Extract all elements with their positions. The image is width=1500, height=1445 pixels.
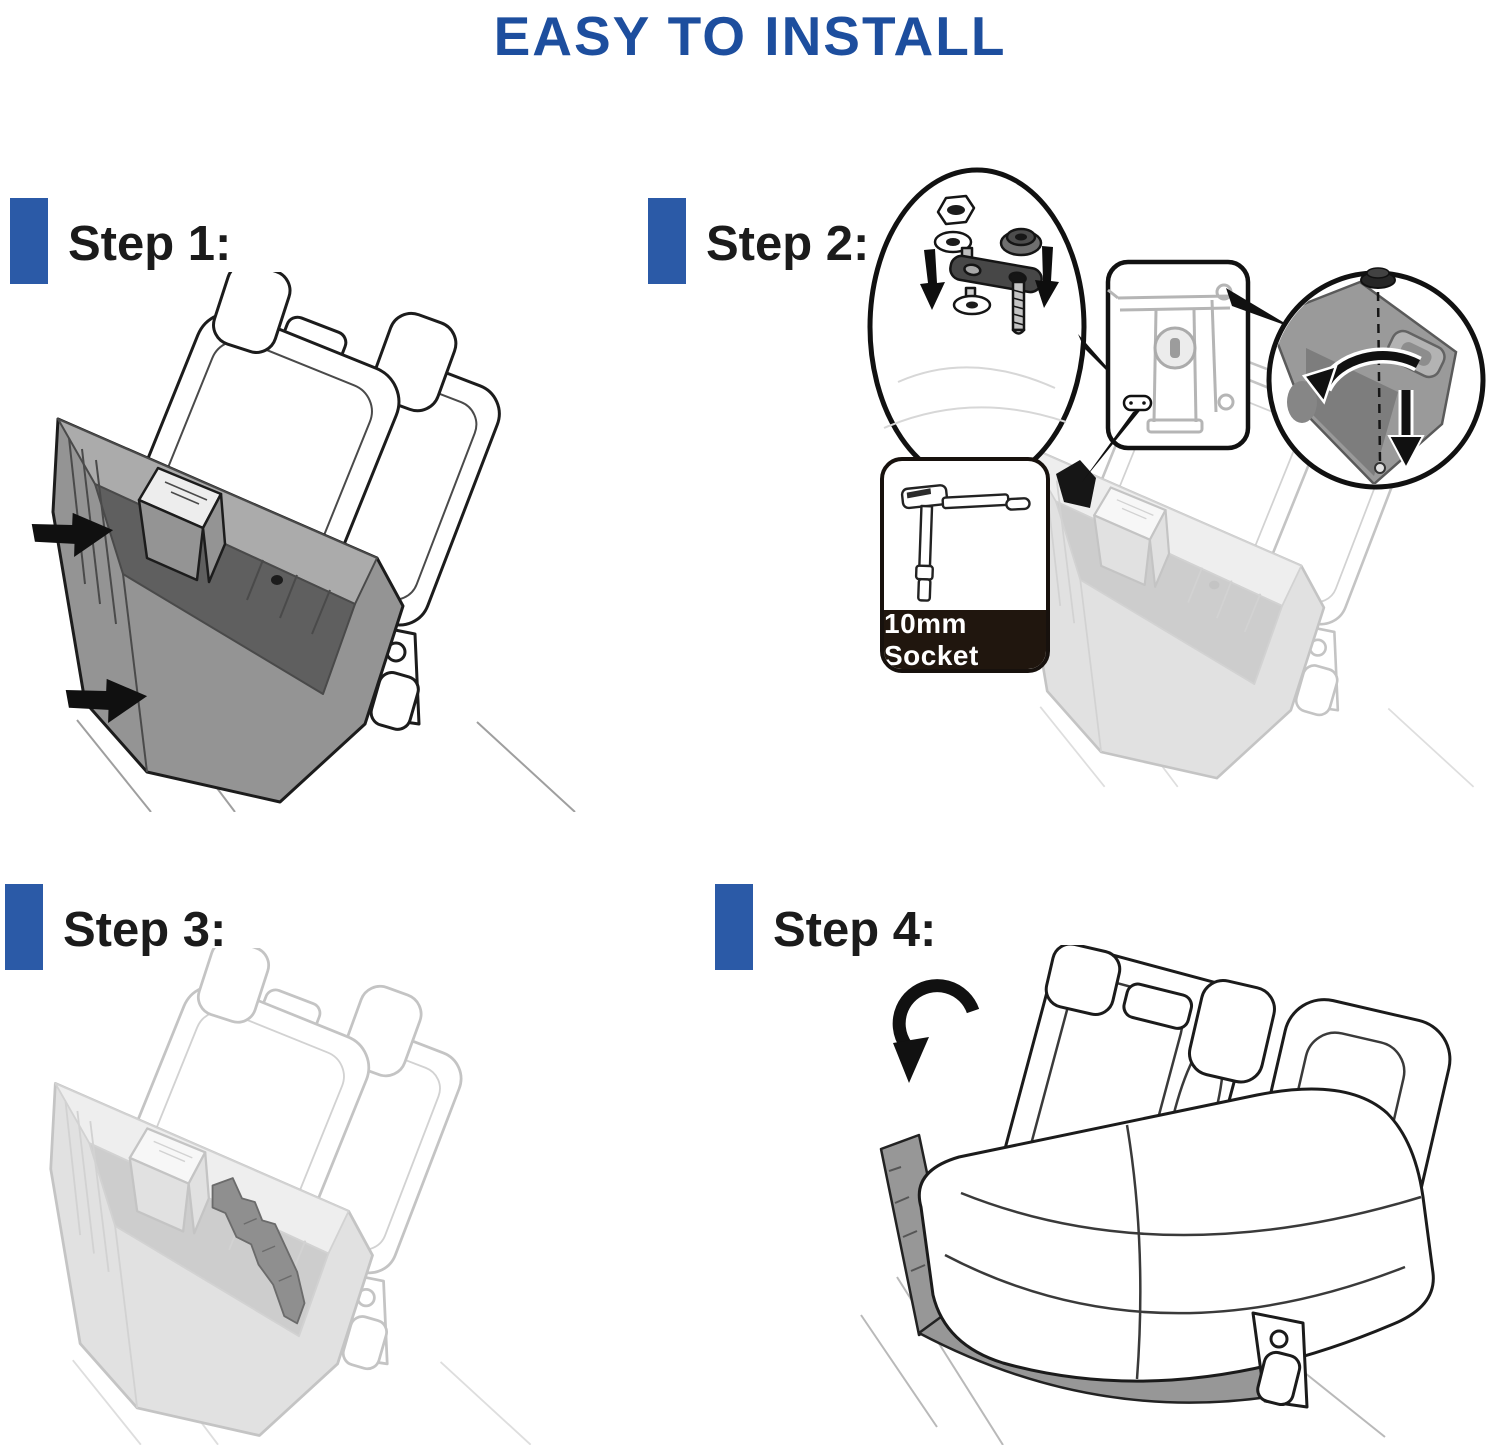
step1-marker: [10, 198, 48, 284]
step4-label: Step 4:: [773, 902, 937, 957]
flange-nut-icon: [999, 227, 1043, 257]
nut-drop-icon: [1360, 267, 1396, 289]
step2-header: Step 2:: [648, 198, 869, 284]
page-title: EASY TO INSTALL: [493, 5, 1007, 67]
callout-pointer: [1082, 407, 1143, 482]
socket-wrench-icon: [884, 461, 1046, 610]
step1-header: Step 1:: [10, 198, 231, 284]
alignment-dashed-line: [1376, 291, 1382, 463]
folded-rear-seat: [917, 945, 1452, 1409]
down-arrow-icon: [920, 246, 1059, 310]
step4-illustration: [860, 945, 1452, 1445]
screw-tip: [1374, 462, 1386, 474]
socket-tool-badge: 10mm Socket: [880, 457, 1050, 673]
slot-pill: [1122, 394, 1153, 412]
step1-label: Step 1:: [68, 216, 232, 271]
callout-pointer: [1226, 288, 1293, 328]
hex-nut-icon: [936, 194, 976, 226]
fold-down-arrow-icon: [892, 979, 980, 1083]
step3-marker: [5, 884, 43, 970]
seat-hinge-bracket: [1251, 1311, 1309, 1409]
step4-header: Step 4:: [715, 884, 936, 970]
step1-illustration: [31, 272, 575, 812]
seat-clip-part: [1056, 460, 1096, 508]
rotate-lock-callout: [1266, 267, 1486, 490]
down-arrow-icon: [1387, 390, 1425, 471]
step2-illustration: [867, 167, 1486, 787]
hardware-callout: [867, 167, 1087, 487]
step4-marker: [715, 884, 753, 970]
step3-header: Step 3:: [5, 884, 226, 970]
stored-rifle-item: [211, 1177, 306, 1325]
step2-marker: [648, 198, 686, 284]
rotate-arrow-icon: [1301, 347, 1422, 405]
step2-label: Step 2:: [706, 216, 870, 271]
socket-badge-label: 10mm Socket: [884, 608, 1046, 669]
step3-label: Step 3:: [63, 902, 227, 957]
step3-illustration: [50, 948, 531, 1445]
bolt-icon: [1011, 280, 1026, 335]
